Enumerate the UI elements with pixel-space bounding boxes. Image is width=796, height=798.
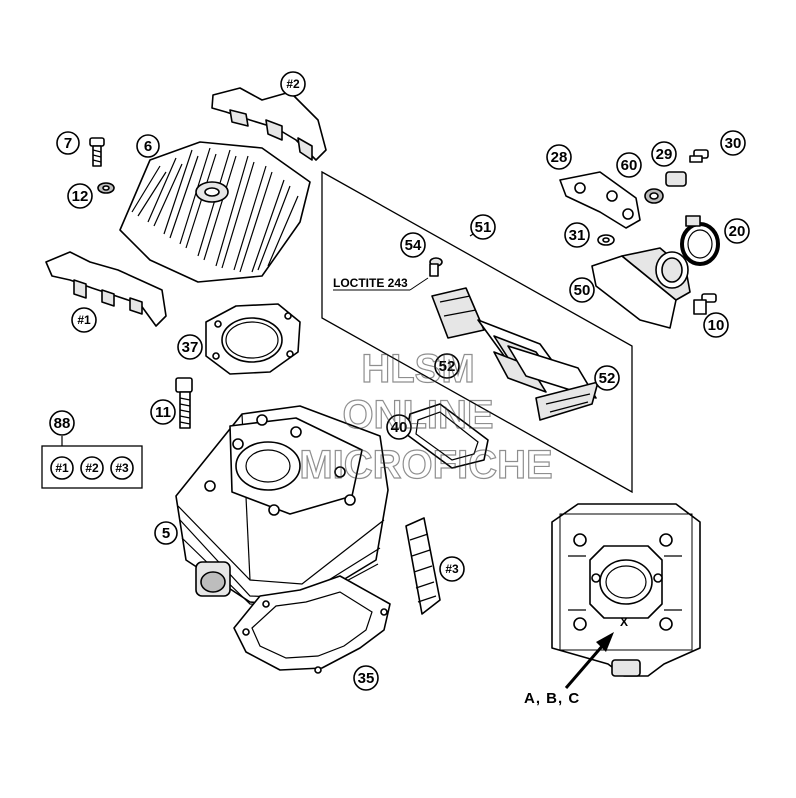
callout-88-2: #2 [80,456,104,480]
manifold-plate-28 [559,171,641,229]
bracket-2 [211,87,327,161]
svg-text:28: 28 [551,149,568,166]
svg-text:6: 6 [144,138,152,155]
svg-text:51: 51 [475,219,492,236]
clamp-20 [680,215,720,266]
callout-29: 29 [651,141,677,167]
svg-text:HLSM: HLSM [361,347,474,391]
svg-text:#2: #2 [286,77,300,91]
fitting-29 [665,171,687,187]
bolt-7 [89,137,105,167]
svg-text:7: 7 [64,135,72,152]
callout-1: #1 [71,307,97,333]
bracket-1 [45,251,167,327]
callout-30: 30 [720,130,746,156]
head-gasket [205,303,301,375]
svg-text:88: 88 [54,415,71,432]
callout-2: #2 [280,71,306,97]
cylinder-head [119,141,311,283]
svg-text:10: 10 [708,317,725,334]
callout-40: 40 [386,414,412,440]
callout-51: 51 [470,214,496,240]
svg-text:52: 52 [439,358,456,375]
svg-text:MICROFICHE: MICROFICHE [299,443,552,487]
base-gasket [233,575,391,674]
callout-52-a: 52 [434,353,460,379]
watermark: HLSM ONLINE MICROFICHE [299,346,554,487]
callout-35: 35 [353,665,379,691]
svg-text:5: 5 [162,525,170,542]
callout-7: 7 [56,131,80,155]
svg-text:35: 35 [358,670,375,687]
marking-label: A, B, C [524,690,580,707]
svg-text:12: 12 [72,188,89,205]
callout-54: 54 [400,232,426,258]
svg-text:52: 52 [599,370,616,387]
callout-12: 12 [67,183,93,209]
callout-37: 37 [177,334,203,360]
screw-10 [693,293,717,315]
intake-manifold-50 [591,247,691,329]
svg-text:60: 60 [621,157,638,174]
marking-arrow [564,632,614,689]
washer-12 [97,182,115,194]
svg-text:#1: #1 [77,313,91,327]
callout-52-b: 52 [594,365,620,391]
loctite-note: LOCTITE 243 [333,276,408,290]
svg-text:37: 37 [182,339,199,356]
callout-5: 5 [154,521,178,545]
strip-3 [405,517,441,615]
svg-text:ONLINE: ONLINE [342,393,493,437]
svg-text:31: 31 [569,227,586,244]
bolt-11 [175,377,193,429]
svg-text:#3: #3 [445,562,459,576]
callout-88-1: #1 [50,456,74,480]
screw-54 [429,257,443,277]
callout-3: #3 [439,556,465,582]
x-mark: X [620,615,628,629]
callout-11: 11 [150,399,176,425]
callout-20: 20 [724,218,750,244]
svg-text:54: 54 [405,237,422,254]
reed-valve-assembly [431,287,599,421]
cylinder-top-view: X [551,503,701,677]
callout-88: 88 [49,410,75,436]
callout-50: 50 [569,277,595,303]
svg-text:#2: #2 [85,461,99,475]
callout-88-3: #3 [110,456,134,480]
callout-60: 60 [616,152,642,178]
svg-text:30: 30 [725,135,742,152]
callout-6: 6 [136,134,160,158]
callout-31: 31 [564,222,590,248]
cylinder [175,405,389,607]
reed-valve-group-frame [321,170,633,494]
svg-text:29: 29 [656,146,673,163]
svg-text:11: 11 [155,404,171,421]
svg-text:#1: #1 [55,461,69,475]
svg-text:40: 40 [391,419,408,436]
svg-text:50: 50 [574,282,591,299]
nut-60 [644,188,664,204]
callout-28: 28 [546,144,572,170]
washer-31 [597,234,615,246]
callout-10: 10 [703,312,729,338]
svg-text:#3: #3 [115,461,129,475]
screw-30 [689,149,709,163]
svg-text:20: 20 [729,223,746,240]
